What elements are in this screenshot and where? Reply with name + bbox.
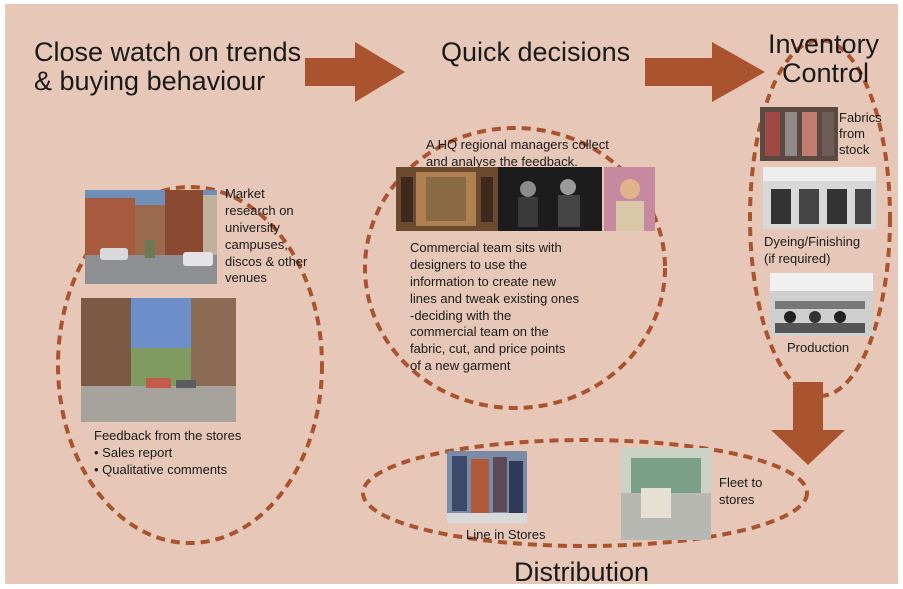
production-text: Production xyxy=(787,340,850,355)
dyeing-line: Dyeing/Finishing xyxy=(764,234,861,249)
line-in-stores-photo xyxy=(447,451,527,523)
arrow-inventory-to-distribution xyxy=(771,382,845,465)
heading-trends-line2: & buying behaviour xyxy=(34,66,266,97)
hq-feedback-line: A HQ regional managers collect xyxy=(426,137,609,152)
heading-inventory: Inventory Control xyxy=(768,29,880,89)
dyeing-text: Dyeing/Finishing (if required) xyxy=(764,234,860,268)
heading-inventory-line1: Inventory xyxy=(768,29,880,59)
commercial-team-line: lines and tweak existing ones xyxy=(410,290,580,306)
arrow-decisions-to-inventory xyxy=(645,42,765,102)
heading-inventory-line2: Control xyxy=(782,58,870,89)
heading-decisions: Quick decisions xyxy=(441,37,631,67)
hq-feedback-line: and analyse the feedback. xyxy=(426,153,578,169)
fleet-line: stores xyxy=(719,491,755,507)
commercial-team-line: of a new garment xyxy=(410,358,511,374)
decisions-ellipse xyxy=(363,126,667,410)
fleet-text: Fleet to stores xyxy=(719,475,762,509)
fleet-line: Fleet to xyxy=(719,475,763,490)
hq-office-photo xyxy=(396,167,498,231)
commercial-team-line: -deciding with the xyxy=(410,307,512,323)
commercial-team-line: Commercial team sits with xyxy=(410,240,562,255)
market-research-line: discos & other xyxy=(225,253,308,269)
commercial-team-line: fabric, cut, and price points xyxy=(410,341,566,357)
inventory-ellipse xyxy=(748,38,892,398)
commercial-team-text: Commercial team sits with designers to u… xyxy=(410,240,579,375)
market-research-line: research on xyxy=(225,202,294,218)
stores-street-photo xyxy=(81,298,236,422)
stores-feedback-item: Sales report xyxy=(94,445,241,462)
commercial-team-line: designers to use the xyxy=(410,256,528,272)
heading-trends-line1: Close watch on trends xyxy=(34,37,302,67)
stores-feedback-item: Qualitative comments xyxy=(94,462,241,479)
hq-feedback-text: A HQ regional managers collect and analy… xyxy=(426,137,609,171)
market-research-line: venues xyxy=(225,270,267,286)
market-research-text: Market research on university campuses, … xyxy=(225,186,307,287)
market-research-line: campuses, xyxy=(225,236,288,252)
production-photo xyxy=(770,273,873,336)
market-research-line: university xyxy=(225,219,280,235)
commercial-team-photo xyxy=(604,167,655,231)
stores-feedback-title: Feedback from the stores xyxy=(94,428,242,443)
trends-ellipse xyxy=(56,185,324,545)
fabrics-line: from xyxy=(839,125,865,141)
dyeing-photo xyxy=(763,167,876,229)
arrow-trends-to-decisions xyxy=(305,42,405,102)
market-research-photo xyxy=(85,190,217,284)
heading-distribution: Distribution xyxy=(514,557,650,587)
heading-trends: Close watch on trends & buying behaviour xyxy=(34,37,302,97)
commercial-team-line: commercial team on the xyxy=(410,324,549,340)
fabrics-line: Fabrics xyxy=(839,110,882,125)
distribution-ellipse xyxy=(361,438,809,548)
fabrics-line: stock xyxy=(839,141,870,157)
designers-photo xyxy=(498,167,602,231)
fleet-photo xyxy=(621,448,711,540)
commercial-team-line: information to create new xyxy=(410,273,556,289)
line-in-stores-text: Line in Stores xyxy=(466,527,546,542)
fabrics-text: Fabrics from stock xyxy=(839,110,882,158)
stores-feedback-list: Sales report Qualitative comments xyxy=(94,445,241,479)
market-research-line: Market xyxy=(225,186,265,201)
stores-feedback: Feedback from the stores Sales report Qu… xyxy=(94,428,241,479)
dyeing-line: (if required) xyxy=(764,250,831,266)
fabrics-photo xyxy=(760,107,838,161)
